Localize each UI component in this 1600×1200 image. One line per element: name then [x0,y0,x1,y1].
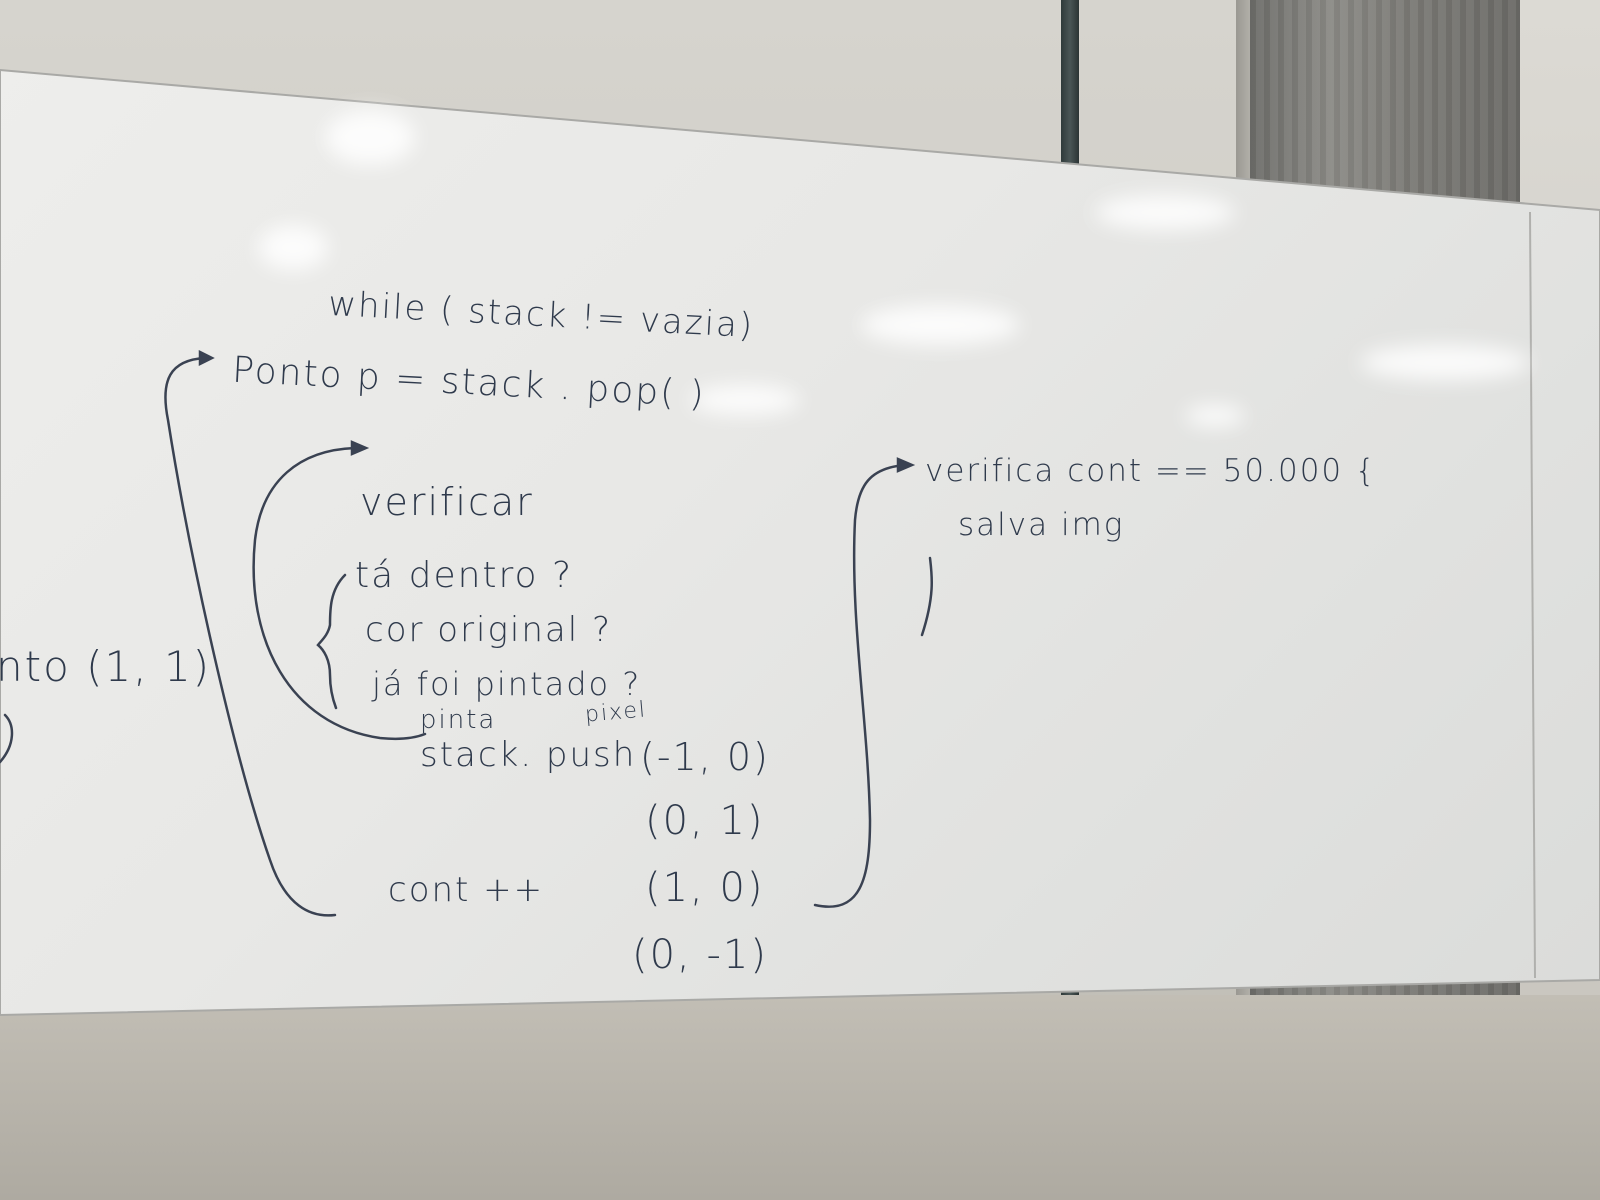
light-reflection [1185,405,1245,427]
push-arg: (-1, 0) [640,735,770,779]
push-arg: (1, 0) [645,865,765,911]
light-reflection [258,225,328,270]
light-reflection [1095,195,1235,230]
code-verificar: verificar [360,480,534,524]
code-left-fragment: nto (1, 1) [0,642,212,691]
condition-pintado: já foi pintado ? [372,665,642,703]
light-reflection [1360,345,1530,380]
code-push: stack. push [420,735,637,775]
code-salva-img: salva img [958,507,1125,543]
wall-below-board [0,995,1600,1200]
code-verifica-cont: verifica cont == 50.000 { [925,453,1377,489]
condition-dentro: tá dentro ? [355,555,574,596]
push-arg: (0, -1) [632,932,768,978]
code-pinta: pinta [420,705,497,735]
code-cont-increment: cont ++ [388,870,545,910]
push-arg: (0, 1) [645,798,765,844]
light-reflection [690,385,800,415]
condition-cor-original: cor original ? [365,610,613,650]
light-reflection [325,110,415,165]
light-reflection [860,305,1020,345]
